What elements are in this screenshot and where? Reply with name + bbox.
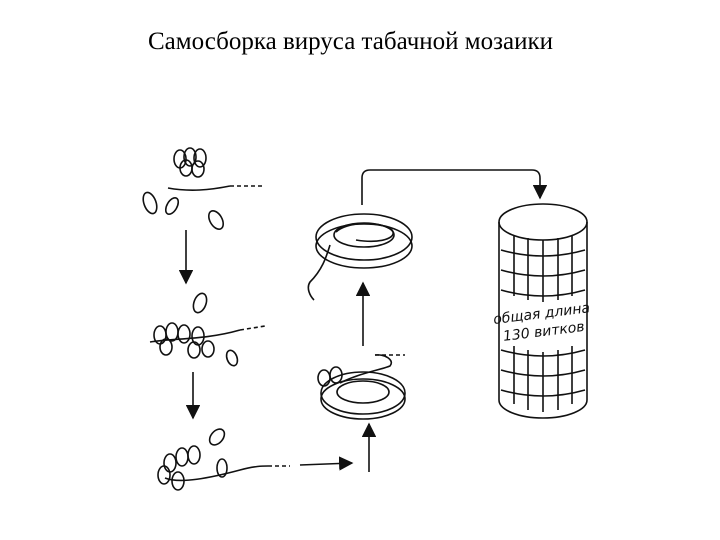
stage-2-nucleation	[149, 292, 266, 367]
arrow-loop-to-rod	[361, 169, 548, 205]
stage-4-disk	[317, 354, 406, 420]
stage-1-free-subunits	[142, 147, 265, 230]
stage-5-lock-washer	[307, 213, 413, 301]
stage-6-helical-rod	[498, 203, 588, 419]
slide-title: Самосборка вируса табачной мозаики	[148, 28, 553, 55]
arrow-right-1	[299, 456, 354, 471]
stage-3-disk-forming	[157, 428, 290, 491]
